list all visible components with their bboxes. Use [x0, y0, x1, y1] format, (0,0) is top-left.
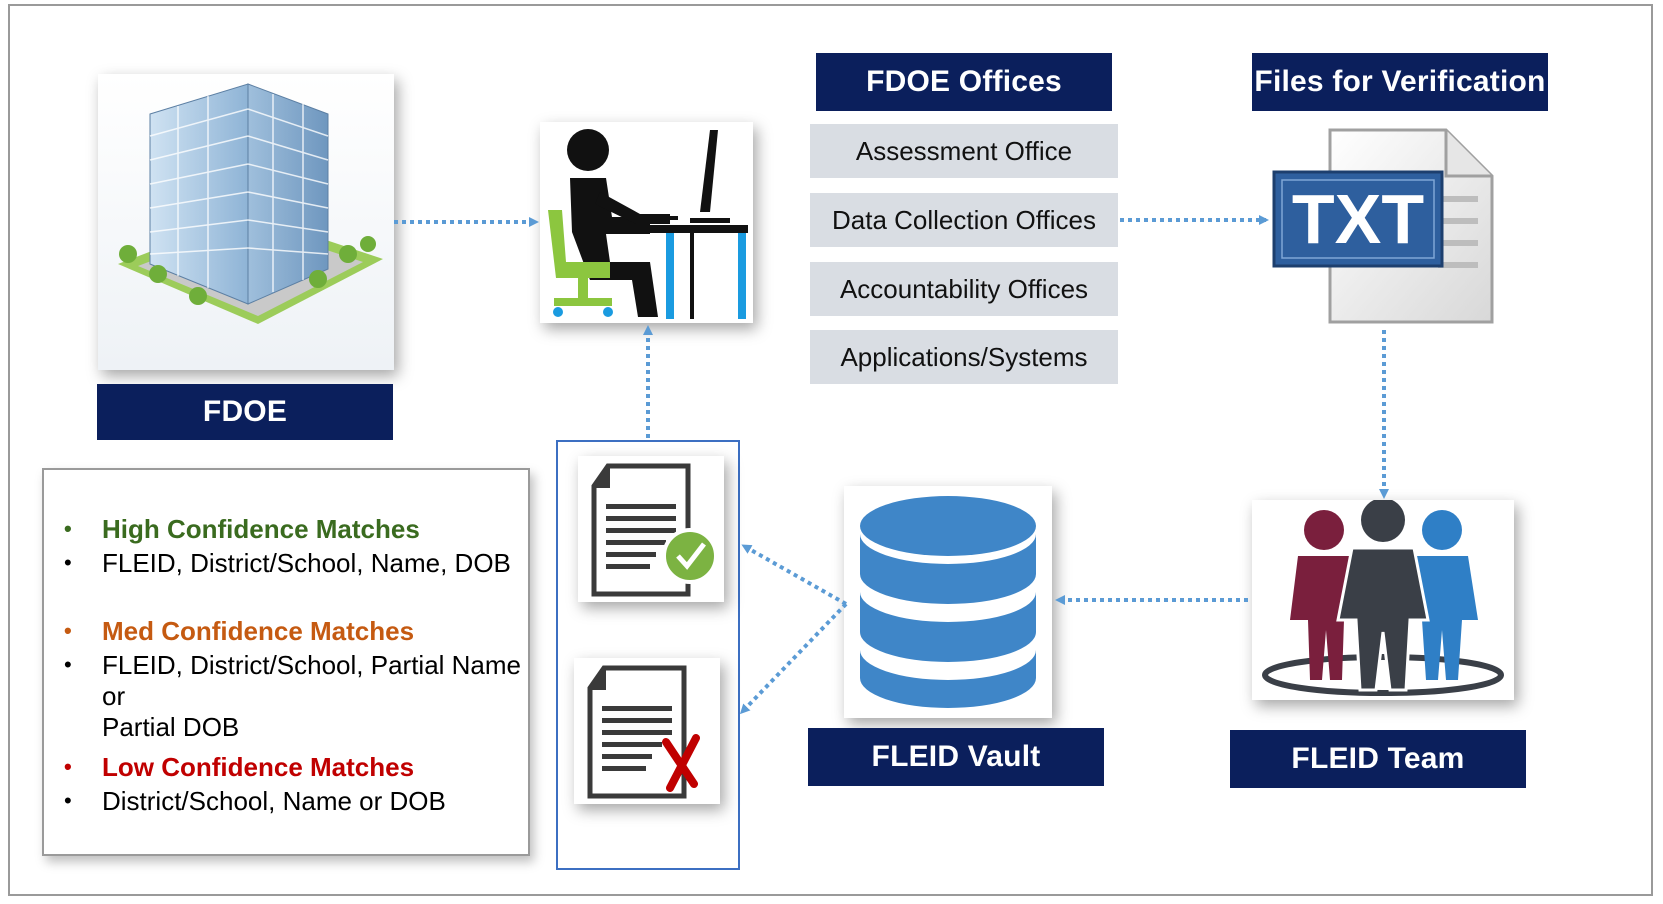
- team-icon: [1252, 500, 1514, 700]
- legend-bullet: •: [64, 550, 72, 575]
- legend-med-detail-line1: FLEID, District/School, Partial Name or: [102, 650, 522, 711]
- person-at-desk-icon: [540, 122, 753, 323]
- legend-med-title-row: • Med Confidence Matches: [64, 616, 414, 647]
- fdoe-label: FDOE: [97, 384, 393, 440]
- txt-file-icon: TXT: [1270, 126, 1496, 326]
- legend-low-title-row: • Low Confidence Matches: [64, 752, 414, 783]
- legend-low-detail: District/School, Name or DOB: [102, 786, 446, 816]
- legend-med-detail-line2: Partial DOB: [102, 712, 240, 742]
- document-check-icon: [578, 456, 724, 602]
- legend-bullet: •: [64, 516, 72, 541]
- legend-low-title: Low Confidence Matches: [102, 752, 415, 782]
- match-results-box: [556, 440, 740, 870]
- legend-med-detail-row: • FLEID, District/School, Partial Name o…: [64, 650, 528, 743]
- legend-high-detail: FLEID, District/School, Name, DOB: [102, 548, 511, 578]
- fdoe-offices-header: FDOE Offices: [816, 53, 1112, 111]
- fleid-vault-label: FLEID Vault: [808, 728, 1104, 786]
- legend-high-title-row: • High Confidence Matches: [64, 514, 420, 545]
- office-building-icon: [98, 74, 394, 370]
- legend-bullet: •: [64, 754, 72, 779]
- legend-bullet: •: [64, 652, 72, 677]
- fleid-team-label: FLEID Team: [1230, 730, 1526, 788]
- database-icon: [844, 486, 1052, 718]
- files-for-verification-header: Files for Verification: [1252, 53, 1548, 111]
- txt-label: TXT: [1291, 180, 1425, 258]
- legend-bullet: •: [64, 618, 72, 643]
- confidence-legend: • High Confidence Matches • FLEID, Distr…: [42, 468, 530, 856]
- document-x-icon: [574, 658, 720, 804]
- office-accountability: Accountability Offices: [810, 262, 1118, 316]
- legend-low-detail-row: • District/School, Name or DOB: [64, 786, 446, 817]
- legend-med-detail: FLEID, District/School, Partial Name or …: [102, 650, 528, 743]
- legend-med-title: Med Confidence Matches: [102, 616, 415, 646]
- legend-high-title: High Confidence Matches: [102, 514, 420, 544]
- office-data-collection: Data Collection Offices: [810, 193, 1118, 247]
- legend-high-detail-row: • FLEID, District/School, Name, DOB: [64, 548, 511, 579]
- legend-bullet: •: [64, 788, 72, 813]
- office-assessment: Assessment Office: [810, 124, 1118, 178]
- office-applications-systems: Applications/Systems: [810, 330, 1118, 384]
